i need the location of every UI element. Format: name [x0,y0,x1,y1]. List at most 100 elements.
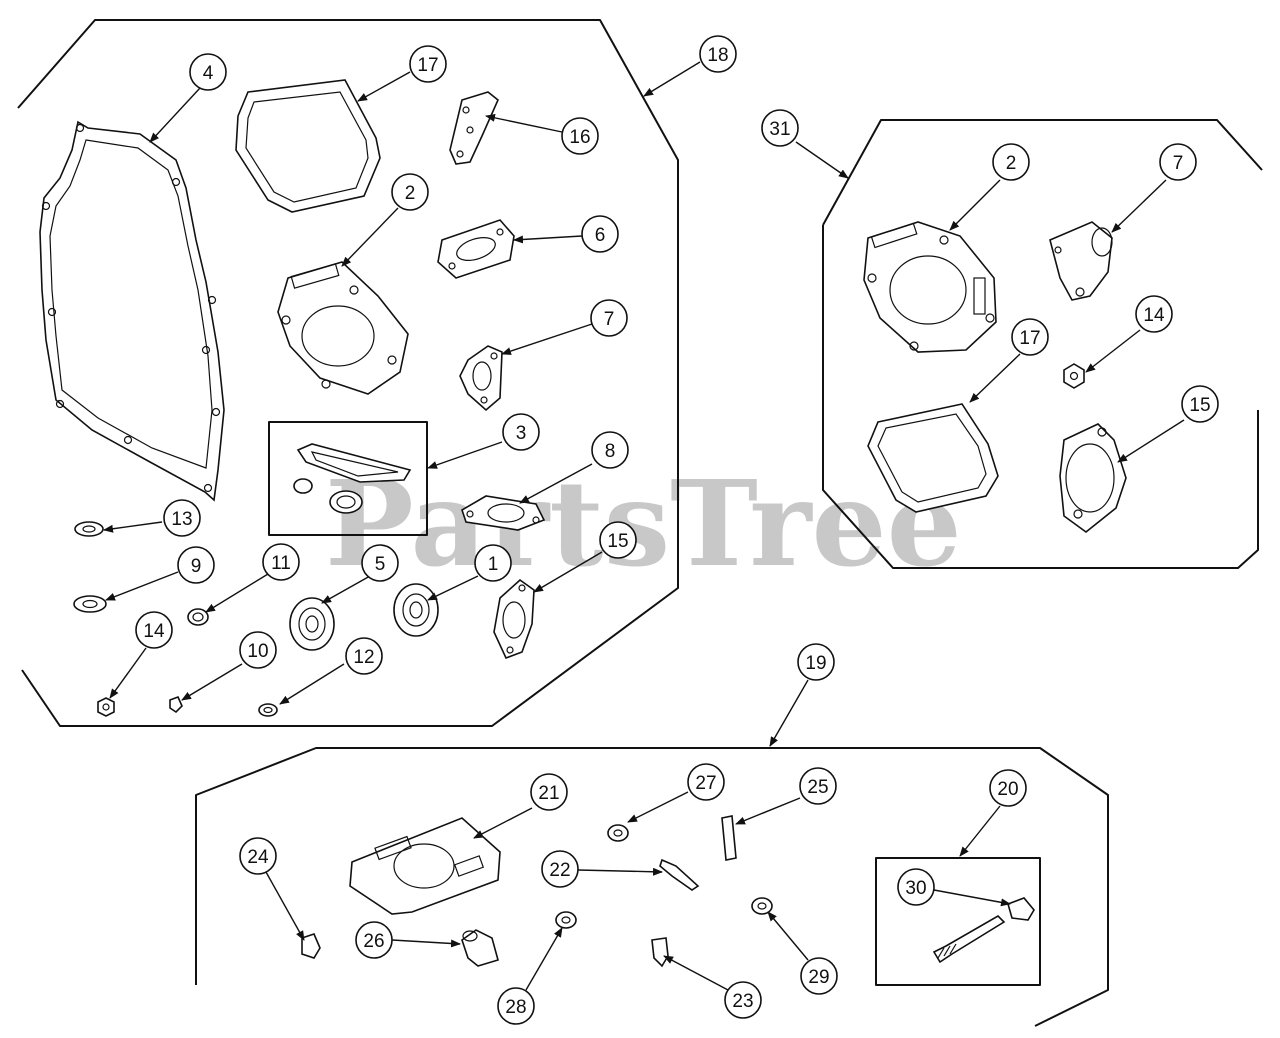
callout-2-label: 2 [405,183,416,204]
callout-26[interactable]: 26 [355,921,393,959]
callout-9-label: 9 [191,556,202,577]
part-27-washer [607,824,629,842]
callout-7-set31[interactable]: 7 [1159,143,1197,181]
callout-7-set31-label: 7 [1173,153,1184,174]
callout-10-label: 10 [247,641,268,662]
callout-29[interactable]: 29 [800,957,838,995]
part-30-float-valve [932,897,1035,964]
part-28-washer [555,911,577,929]
callout-31-label: 31 [769,119,790,140]
callout-16[interactable]: 16 [561,117,599,155]
callout-22[interactable]: 22 [541,850,579,888]
part-25-pin [721,815,737,861]
callout-21[interactable]: 21 [530,773,568,811]
part-14-nut [97,697,115,717]
part-17-valve-cover-gasket [235,79,381,213]
callout-20[interactable]: 20 [989,769,1027,807]
part-21-carb-gasket [349,817,501,915]
part-10-clip [169,695,183,714]
part-23-needle [651,937,669,968]
part-15-gasket-set31 [1059,423,1127,534]
callout-4-label: 4 [203,63,214,84]
callout-6-label: 6 [595,225,606,246]
callout-8[interactable]: 8 [591,431,629,469]
callout-14-set31-label: 14 [1143,305,1165,326]
watermark-text: PartsTree [325,454,962,593]
part-4-crankcase-gasket [39,120,225,502]
part-26-fitting [461,929,499,967]
part-3-gasket-items [293,443,412,514]
callout-13[interactable]: 13 [163,499,201,537]
callout-23[interactable]: 23 [724,981,762,1019]
callout-12-label: 12 [353,647,374,668]
part-15-gasket [493,578,535,660]
callout-17-set31-label: 17 [1019,328,1040,349]
callout-28[interactable]: 28 [497,987,535,1025]
callout-9[interactable]: 9 [177,546,215,584]
callout-25[interactable]: 25 [799,767,837,805]
callout-17[interactable]: 17 [409,45,447,83]
gasket-set-18-outline [17,19,679,727]
callout-26-label: 26 [363,931,384,952]
part-7-gasket-set31 [1049,221,1113,301]
part-8-gasket [461,495,546,531]
part-11-seal [187,608,209,626]
callout-29-label: 29 [808,967,829,988]
part-6-exhaust-gasket [437,219,515,279]
part-1-oil-seal [393,583,439,637]
callout-24-label: 24 [247,847,269,868]
callout-2-set31[interactable]: 2 [992,143,1030,181]
callout-1[interactable]: 1 [474,544,512,582]
part-22-lever [659,858,700,891]
part-7-intake-gasket [459,345,503,412]
callout-14-set31[interactable]: 14 [1135,295,1173,333]
callout-17-label: 17 [417,55,438,76]
part-24-fitting [301,933,321,959]
float-kit-20-box [875,857,1041,986]
part-5-oil-seal [289,597,335,651]
callout-18-label: 18 [707,45,728,66]
callout-20-label: 20 [997,779,1018,800]
callout-15-label: 15 [607,531,628,552]
gasket-set-31-outline [822,119,1263,569]
callout-28-label: 28 [505,997,526,1018]
callout-18[interactable]: 18 [699,35,737,73]
callout-11[interactable]: 11 [262,543,300,581]
callout-30[interactable]: 30 [897,868,935,906]
callout-7[interactable]: 7 [590,299,628,337]
callout-19-label: 19 [805,653,826,674]
callout-12[interactable]: 12 [345,637,383,675]
part-17-gasket-set31 [867,403,999,513]
callout-19[interactable]: 19 [797,643,835,681]
callout-15-set31[interactable]: 15 [1181,385,1219,423]
part-13-washer [74,521,104,537]
callout-5[interactable]: 5 [361,544,399,582]
part-16-gasket [449,91,499,165]
callout-3-label: 3 [516,423,527,444]
callout-4[interactable]: 4 [189,53,227,91]
callout-24[interactable]: 24 [239,837,277,875]
callout-27[interactable]: 27 [687,763,725,801]
callout-5-label: 5 [375,554,386,575]
callout-31[interactable]: 31 [761,109,799,147]
callout-21-label: 21 [538,783,559,804]
callout-30-label: 30 [905,878,926,899]
callout-3[interactable]: 3 [502,413,540,451]
callout-2[interactable]: 2 [391,173,429,211]
part-2-head-gasket [277,261,409,395]
callout-17-set31[interactable]: 17 [1011,318,1049,356]
callout-6[interactable]: 6 [581,215,619,253]
callout-1-label: 1 [488,554,499,575]
carb-kit-19-outline [195,747,1109,1027]
callout-25-label: 25 [807,777,828,798]
callout-14[interactable]: 14 [135,611,173,649]
callout-11-label: 11 [271,553,291,574]
callout-15[interactable]: 15 [599,521,637,559]
callout-8-label: 8 [605,441,616,462]
part-12-washer [258,703,278,717]
part-9-washer [73,595,107,613]
part-14-nut-set31 [1063,363,1085,389]
callout-23-label: 23 [732,991,753,1012]
callout-10[interactable]: 10 [239,631,277,669]
